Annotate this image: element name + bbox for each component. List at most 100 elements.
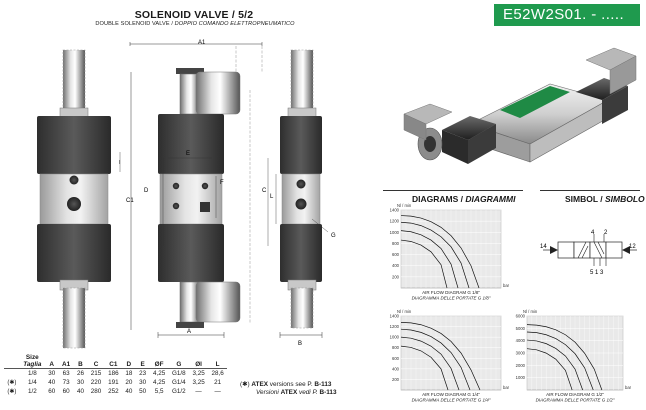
subtitle-it: DOPPIO COMANDO ELETTROPNEUMATICO — [174, 21, 295, 27]
page-title: SOLENOID VALVE / 5/2 — [134, 9, 254, 21]
series-line — [526, 331, 594, 391]
chart-caption-it: DIAGRAMMA DELLE PORTATE G 1/4" — [412, 398, 491, 403]
dim-label-c: C — [262, 188, 267, 194]
chart-caption-it: DIAGRAMMA DELLE PORTATE G 1/2" — [536, 398, 615, 403]
table-row: 1/8 30 63 26 215 186 18 23 4,25 G1/8 3,2… — [4, 368, 228, 378]
table-cell: 186 — [108, 369, 119, 377]
series-line — [526, 339, 584, 391]
series-line — [400, 221, 470, 289]
y-tick-label: 1200 — [390, 324, 400, 329]
dim-label-a1: A1 — [198, 40, 206, 46]
table-cell: G1/8 — [172, 369, 186, 377]
diagrams-header-it: DIAGRAMMI — [465, 194, 516, 204]
series-line — [400, 336, 460, 391]
technical-drawing: A1 C1 D E F A C L G I B — [37, 40, 336, 349]
atex-keyword-it: ATEX — [280, 389, 298, 396]
atex-page-ref-it: B-113 — [319, 389, 337, 396]
symbol-header-line — [540, 190, 640, 191]
atex-note-it: Versioni ATEX vedi P. B-113 — [240, 389, 337, 397]
y-tick-label: 1000 — [516, 375, 526, 380]
y-tick-label: 1400 — [390, 314, 400, 319]
dim-label-c1: C1 — [126, 198, 134, 204]
atex-text-it: Versioni — [256, 389, 281, 396]
y-tick-label: 200 — [392, 274, 400, 279]
table-cell: 18 — [125, 369, 133, 377]
table-header-row: Size Taglia A A1 B C C1 D E ØF G ØI L — [4, 354, 227, 369]
size-column-header: Size Taglia — [20, 354, 45, 369]
y-tick-label: 1400 — [390, 208, 400, 213]
table-cell: — — [214, 387, 221, 395]
page-subtitle: DOUBLE SOLENOID VALVE / DOPPIO COMANDO E… — [70, 21, 320, 27]
x-axis-label: bar — [503, 283, 510, 288]
table-cell: 26 — [76, 369, 84, 377]
atex-mark-symbol: (✱) — [240, 381, 250, 388]
table-cell: 30 — [139, 378, 147, 386]
table-cell: 40 — [125, 387, 133, 395]
dim-label-i: I — [119, 160, 121, 166]
dimension-table: Size Taglia A A1 B C C1 D E ØF G ØI L 1/… — [4, 354, 228, 396]
series-line — [400, 328, 471, 391]
atex-mark: (✱) — [7, 379, 17, 386]
table-cell: 220 — [90, 378, 102, 386]
y-tick-label: 6000 — [516, 314, 526, 319]
size-label-it: Taglia — [23, 361, 42, 368]
y-tick-label: 1000 — [390, 230, 400, 235]
symbol-port-12: 12 — [629, 244, 636, 250]
table-cell: 60 — [48, 387, 56, 395]
table-cell: 40 — [76, 387, 84, 395]
table-cell: G1/2 — [172, 387, 186, 395]
atex-mark: (✱) — [7, 388, 17, 395]
y-tick-label: 400 — [392, 263, 400, 268]
valve-3d-illustration — [403, 47, 637, 164]
y-tick-label: 4000 — [516, 338, 526, 343]
table-row: (✱) 1/2 60 60 40 280 252 40 50 5,5 G1/2 … — [4, 387, 227, 396]
y-tick-label: 800 — [392, 345, 400, 350]
table-cell: 30 — [76, 378, 84, 386]
atex-mark — [4, 369, 20, 378]
atex-note-en: (✱) ATEX versions see P. B-113 — [240, 381, 337, 389]
column-header: L — [215, 361, 220, 368]
series-line — [400, 230, 459, 289]
dim-label-g: G — [331, 233, 336, 239]
dim-label-l: L — [270, 194, 274, 200]
y-tick-label: 1200 — [390, 219, 400, 224]
atex-text: versions see P. — [267, 381, 315, 388]
chart-caption-en: AIR FLOW DIAGRAM G 1/2" — [546, 392, 604, 397]
table-row: (✱) 1/4 40 73 30 220 191 20 30 4,25 G1/4… — [4, 378, 227, 387]
chart-caption-it: DIAGRAMMA DELLE PORTATE G 1/8" — [412, 296, 491, 301]
product-code-badge: E52W2S01. - ..... — [494, 4, 640, 26]
table-cell: 191 — [108, 378, 119, 386]
atex-text-it-mid: vedi P. — [297, 389, 320, 396]
column-header: ØI — [195, 361, 202, 368]
y-axis-label: Nl / min — [397, 203, 412, 208]
y-axis-label: Nl / min — [397, 309, 412, 314]
table-cell: 20 — [125, 378, 133, 386]
subtitle-en: DOUBLE SOLENOID VALVE / — [95, 21, 175, 27]
table-cell: 280 — [90, 387, 102, 395]
y-tick-label: 5000 — [516, 326, 526, 331]
y-tick-label: 3000 — [516, 351, 526, 356]
table-cell: — — [195, 387, 202, 395]
table-cell: 23 — [139, 369, 147, 377]
table-cell: 60 — [62, 387, 70, 395]
symbol-ports-bottom: 5 1 3 — [590, 270, 604, 276]
y-tick-label: 400 — [392, 366, 400, 371]
column-header: C — [93, 361, 99, 368]
table-cell-size: 1/4 — [27, 378, 37, 386]
y-axis-label: Nl / min — [523, 309, 538, 314]
symbol-port-4: 4 — [591, 230, 595, 236]
table-cell-size: 1/8 — [27, 369, 37, 377]
end-view — [119, 49, 329, 338]
y-tick-label: 600 — [392, 252, 400, 257]
table-cell: 21 — [214, 378, 222, 386]
series-line — [400, 215, 480, 289]
symbol-port-14: 14 — [540, 244, 547, 250]
front-view — [37, 49, 111, 349]
x-axis-label: bar — [503, 385, 510, 390]
atex-note: (✱) ATEX versions see P. B-113 Versioni … — [240, 381, 337, 397]
column-header: E — [140, 361, 145, 368]
dim-label-b: B — [298, 341, 302, 347]
series-line — [526, 348, 573, 391]
